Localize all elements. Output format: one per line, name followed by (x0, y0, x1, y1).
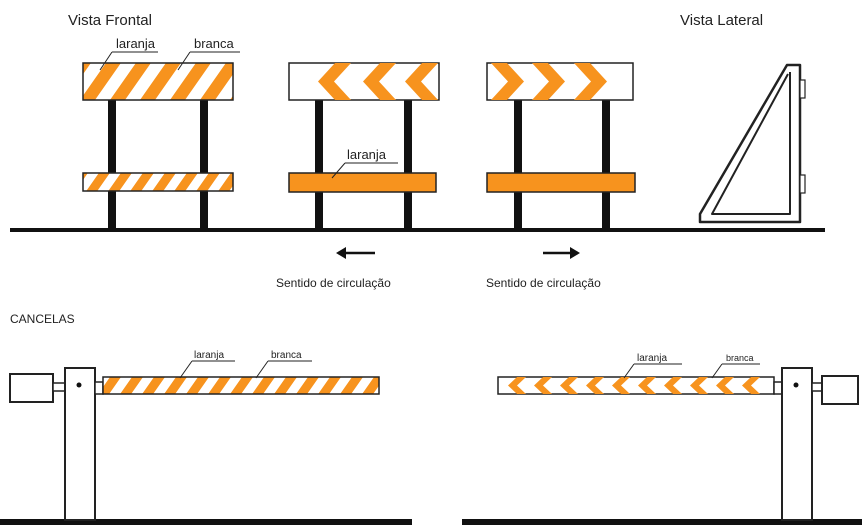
white-leader-line (177, 51, 191, 71)
side-frame-inner (711, 72, 791, 215)
barrier1-right-leg (200, 100, 208, 228)
gate2-label-white: branca (726, 353, 754, 363)
gates-heading: CANCELAS (10, 312, 75, 326)
chevron-left (318, 63, 351, 100)
gate2-post (781, 367, 813, 521)
gate2-arrow-chevrons (508, 377, 760, 394)
gate1-post (64, 367, 96, 521)
barrier2-left-leg (315, 100, 323, 228)
chevron-left (716, 377, 734, 394)
chevron-left (664, 377, 682, 394)
gate2-label-orange: laranja (637, 353, 667, 364)
chevron-left (612, 377, 630, 394)
ground-line-top (10, 228, 825, 232)
gate1-pivot (76, 382, 82, 388)
ground-line-right (462, 519, 862, 525)
chevron-left (690, 377, 708, 394)
arrow-left-icon (336, 247, 346, 259)
arrow-right-icon (570, 247, 580, 259)
gate1-orange-leader-line (179, 360, 193, 379)
chevron-right (532, 63, 565, 100)
orange-leader-line (99, 51, 113, 71)
orange-leader-line-2 (331, 162, 346, 179)
direction-left-label: Sentido de circulação (276, 276, 391, 290)
barrier1-left-leg (108, 100, 116, 228)
barrier3-bottom-board (486, 172, 636, 193)
chevron-left (405, 63, 438, 100)
chevron-left (586, 377, 604, 394)
side-view-barrier (698, 63, 806, 224)
gate1-label-white: branca (271, 350, 302, 361)
chevron-left (363, 63, 396, 100)
barrier1-bottom-board (82, 172, 234, 192)
gate1-hinge (94, 381, 104, 395)
label-orange-2: laranja (347, 147, 387, 162)
gate2-connector (811, 382, 823, 392)
gate2-counterweight (821, 375, 859, 405)
side-board-top (799, 79, 806, 99)
gate-right: laranja branca (462, 353, 862, 525)
gate1-counterweight (9, 373, 54, 403)
barrier-right-chevron (486, 62, 636, 228)
barrier-diagonal: laranja branca (82, 36, 240, 228)
label-orange-1: laranja (116, 36, 156, 51)
chevron-left (560, 377, 578, 394)
gate1-arm (102, 376, 380, 395)
chevron-left (742, 377, 760, 394)
gate1-white-leader-line (255, 360, 269, 379)
front-view-title: Vista Frontal (68, 12, 152, 29)
barrier-left-chevron: laranja (288, 62, 440, 228)
gate1-label-orange: laranja (194, 350, 224, 361)
ground-line-left (0, 519, 412, 525)
direction-left: Sentido de circulação (276, 247, 391, 290)
barrier2-bottom-board (288, 172, 437, 193)
side-board-bottom (799, 174, 806, 194)
barrier3-left-leg (514, 100, 522, 228)
barrier2-right-leg (404, 100, 412, 228)
chevron-left (508, 377, 526, 394)
gate2-white-leader-line (711, 363, 723, 379)
side-view-title: Vista Lateral (680, 12, 763, 29)
gate2-orange-leader-line (623, 363, 635, 379)
gate1-connector (52, 382, 66, 392)
barrier3-right-leg (602, 100, 610, 228)
direction-right: Sentido de circulação (486, 247, 601, 290)
chevron-right (491, 63, 524, 100)
barrier1-top-board (82, 62, 234, 101)
gate2-pivot (793, 382, 799, 388)
gate-left: laranja branca (0, 350, 412, 525)
direction-right-label: Sentido de circulação (486, 276, 601, 290)
gate2-hinge (773, 381, 783, 395)
chevron-left (534, 377, 552, 394)
chevron-right (574, 63, 607, 100)
chevron-left (638, 377, 656, 394)
label-white-1: branca (194, 36, 235, 51)
